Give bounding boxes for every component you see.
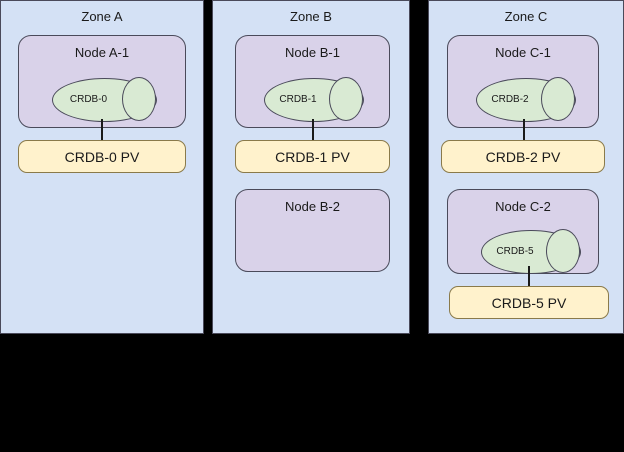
pv-box-crdb-0[interactable]: CRDB-0 PV: [18, 140, 186, 173]
node-c-1-box[interactable]: Node C-1 CRDB-2: [447, 35, 599, 128]
cylinder-cap-icon: [546, 229, 580, 273]
node-b-1-title: Node B-1: [285, 45, 340, 60]
database-label-crdb-5: CRDB-5: [496, 246, 534, 257]
database-label-crdb-1: CRDB-1: [279, 94, 317, 105]
node-a-1-title: Node A-1: [74, 45, 130, 60]
pv-label-crdb-0: CRDB-0 PV: [64, 148, 140, 165]
database-cylinder-crdb-2[interactable]: CRDB-2: [476, 77, 576, 122]
pv-label-crdb-5: CRDB-5 PV: [491, 294, 567, 311]
database-label-crdb-2: CRDB-2: [491, 94, 529, 105]
zone-c-panel[interactable]: Zone C Node C-1 CRDB-2 CRDB-2 PV Node C-…: [428, 0, 624, 334]
connector-node-c-1-to-pv: [523, 119, 525, 143]
node-c-1-title: Node C-1: [495, 45, 551, 60]
pv-box-crdb-5[interactable]: CRDB-5 PV: [449, 286, 609, 319]
database-cylinder-crdb-0[interactable]: CRDB-0: [52, 77, 157, 122]
connector-node-c-2-to-pv: [528, 266, 530, 288]
zone-a-panel[interactable]: Zone A Node A-1 CRDB-0 CRDB-0 PV: [0, 0, 204, 334]
connector-node-b-1-to-pv: [312, 119, 314, 143]
zone-b-panel[interactable]: Zone B Node B-1 CRDB-1 CRDB-1 PV Node B-…: [212, 0, 410, 334]
pv-label-crdb-1: CRDB-1 PV: [275, 148, 350, 165]
node-c-2-box[interactable]: Node C-2 CRDB-5: [447, 189, 599, 274]
cylinder-cap-icon: [541, 77, 575, 121]
node-b-2-title: Node B-2: [285, 199, 340, 214]
connector-node-a-1-to-pv: [101, 119, 103, 143]
node-c-2-title: Node C-2: [495, 199, 551, 214]
cylinder-cap-icon: [122, 77, 156, 121]
cylinder-cap-icon: [329, 77, 363, 121]
pv-label-crdb-2: CRDB-2 PV: [485, 148, 561, 165]
zone-c-title: Zone C: [504, 9, 548, 24]
database-label-crdb-0: CRDB-0: [69, 94, 108, 105]
node-b-1-box[interactable]: Node B-1 CRDB-1: [235, 35, 390, 128]
node-b-2-box[interactable]: Node B-2: [235, 189, 390, 272]
database-cylinder-crdb-5[interactable]: CRDB-5: [481, 229, 581, 274]
node-a-1-box[interactable]: Node A-1 CRDB-0: [18, 35, 186, 128]
pv-box-crdb-1[interactable]: CRDB-1 PV: [235, 140, 390, 173]
zone-a-title: Zone A: [81, 9, 123, 24]
zone-b-title: Zone B: [290, 9, 332, 24]
pv-box-crdb-2[interactable]: CRDB-2 PV: [441, 140, 605, 173]
database-cylinder-crdb-1[interactable]: CRDB-1: [264, 77, 364, 122]
